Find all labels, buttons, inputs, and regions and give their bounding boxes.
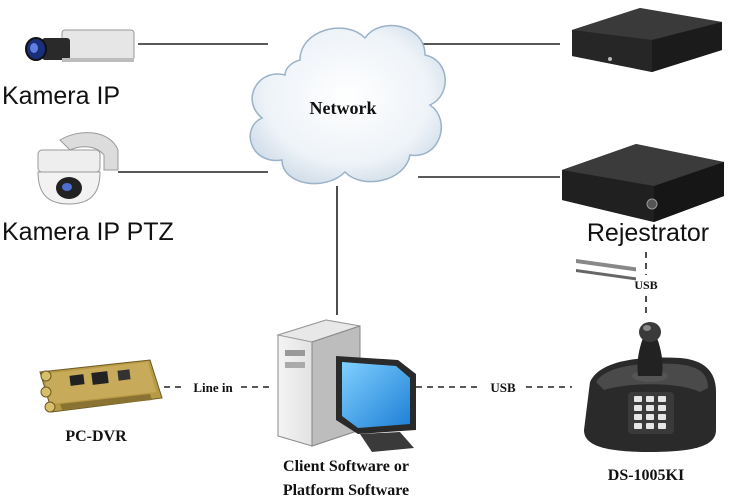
pc-dvr-card-icon — [39, 359, 163, 413]
usb-keyboard-label-bg — [482, 378, 524, 396]
pc-dvr-label: PC-DVR — [65, 428, 127, 445]
network-cloud-icon — [249, 24, 446, 185]
ip-camera-label: Kamera IP — [2, 82, 120, 110]
nvr-icon — [572, 8, 722, 72]
usb-recorder-label-bg — [628, 275, 664, 293]
keyboard-label: DS-1005KI — [608, 467, 684, 484]
usb-recorder-label: USB — [634, 278, 657, 292]
line-in-label: Line in — [193, 380, 233, 395]
ptz-keyboard-joystick-icon — [584, 322, 716, 452]
network-label: Network — [310, 98, 377, 118]
line-in-label-bg — [186, 378, 240, 396]
client-label-line2: Platform Software — [283, 482, 409, 499]
usb-keyboard-label: USB — [490, 380, 516, 395]
ptz-camera-label: Kamera IP PTZ — [2, 218, 174, 246]
recorder-label: Rejestrator — [587, 219, 709, 247]
ptz-camera-icon — [37, 132, 119, 205]
client-label-line1: Client Software or — [283, 458, 409, 475]
client-pc-icon — [276, 319, 416, 452]
ip-camera-icon — [25, 29, 135, 62]
recorder-icon — [562, 144, 724, 281]
